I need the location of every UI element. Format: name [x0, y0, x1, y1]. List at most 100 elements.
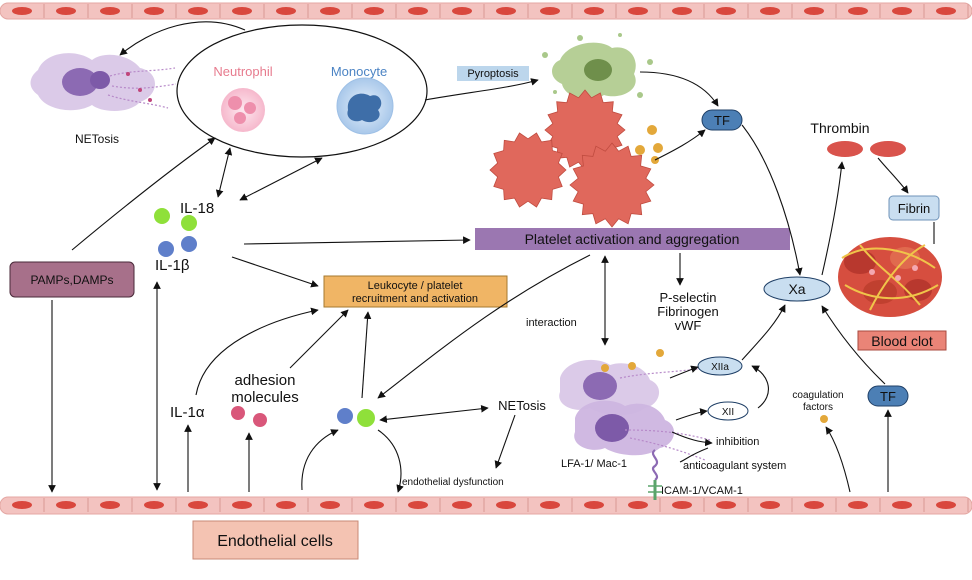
- il18-dot: [181, 215, 197, 231]
- neutrophil-label: Neutrophil: [213, 64, 272, 79]
- vessel-nucleus: [12, 501, 32, 509]
- vessel-nucleus: [892, 7, 912, 15]
- platelet-icon: [569, 142, 655, 228]
- arrow-pair-to-endothelium: [377, 429, 404, 493]
- vessel-nucleus: [936, 7, 956, 15]
- vessel-nucleus: [540, 501, 560, 509]
- tf-label-right: TF: [880, 389, 896, 404]
- vessel-nucleus: [56, 7, 76, 15]
- arrow-to-xiia: [669, 365, 699, 379]
- pamps-damps-label: PAMPs,DAMPs: [30, 273, 113, 287]
- arrow-tf-to-xa: [741, 124, 803, 276]
- il1b-dot: [181, 236, 197, 252]
- xa-badge: [763, 276, 831, 302]
- vessel-nucleus: [804, 501, 824, 509]
- tf-label-top: TF: [714, 113, 730, 128]
- endothelial-cells-label: Endothelial cells: [217, 533, 333, 550]
- arrow-il-to-platelet: [243, 236, 471, 245]
- arrow-xa-to-thrombin: [821, 161, 846, 276]
- vessel-nucleus: [804, 7, 824, 15]
- neutrophil-icon: [221, 88, 265, 132]
- coag-factors-line1: coagulation: [792, 390, 843, 401]
- vessel-nucleus: [144, 501, 164, 509]
- vessel-nucleus: [496, 7, 516, 15]
- vessel-nucleus: [496, 501, 516, 509]
- netosis-label-mid: NETosis: [498, 398, 546, 413]
- leukocyte-platelet-box: [323, 275, 508, 308]
- coag-factor-dot: [820, 415, 828, 423]
- vessel-nucleus: [408, 501, 428, 509]
- vessel-nucleus: [276, 501, 296, 509]
- il1b-label: IL-1β: [155, 257, 190, 274]
- vessel-nucleus: [100, 7, 120, 15]
- monocyte-icon: [336, 77, 394, 135]
- vessel-nucleus: [628, 7, 648, 15]
- monocyte-label: Monocyte: [331, 64, 387, 79]
- endothelial-dysfunction-label: endothelial dysfunction: [402, 477, 504, 488]
- xii-label: XII: [722, 407, 734, 418]
- vessel-nucleus: [144, 7, 164, 15]
- vessel-nucleus: [584, 7, 604, 15]
- arrow-xii-to-xiia: [751, 365, 769, 409]
- arrow-pyroptosis-to-tf: [639, 71, 719, 107]
- tf-badge-right: [867, 385, 909, 407]
- il18-label: IL-18: [180, 200, 214, 217]
- arrow-to-xii: [675, 408, 708, 421]
- vessel-nucleus: [584, 501, 604, 509]
- vessel-nucleus: [188, 7, 208, 15]
- tf-badge-top: [701, 109, 743, 131]
- immune-cell-ellipse: [176, 24, 428, 158]
- fibrin-label: Fibrin: [898, 201, 931, 216]
- arrow-il1a-to-leukocyte: [195, 307, 319, 396]
- platelet-activation-label: Platelet activation and aggregation: [525, 231, 740, 247]
- endothelial-cells-box: [192, 520, 359, 560]
- blood-clot-icon: [838, 237, 942, 317]
- vessel-nucleus: [760, 501, 780, 509]
- lfa-label: LFA-1/ Mac-1: [561, 458, 627, 470]
- netosis-cell-pair-icon: [559, 349, 711, 500]
- vessel-nucleus: [232, 501, 252, 509]
- fibrinogen-label: Fibrinogen: [657, 304, 718, 319]
- arrow-layer: [48, 21, 935, 493]
- arrow-platelet-to-tf: [654, 129, 706, 161]
- arrow-to-inhibition: [671, 431, 713, 447]
- arrow-monocyte-il18: [239, 157, 323, 201]
- vessel-nucleus: [760, 7, 780, 15]
- arrow-netosis-to-dysfunction: [494, 414, 516, 469]
- fibrin-box: [888, 195, 940, 221]
- vessel-nucleus: [848, 501, 868, 509]
- xa-label: Xa: [788, 281, 805, 297]
- arrow-tf-right-to-xa: [821, 305, 886, 385]
- vessel-nucleus: [452, 501, 472, 509]
- netosis-label-top: NETosis: [75, 132, 119, 146]
- vessel-nucleus: [716, 7, 736, 15]
- platelet-icon: [489, 132, 567, 208]
- vessel-nucleus: [100, 501, 120, 509]
- vessel-nucleus: [12, 7, 32, 15]
- vessel-nucleus: [452, 7, 472, 15]
- vwf-label: vWF: [675, 318, 702, 333]
- arrow-to-pyroptosis: [424, 78, 539, 101]
- vessel-nucleus: [56, 501, 76, 509]
- vessel-nucleus: [672, 501, 692, 509]
- xii-badge: [707, 401, 749, 421]
- adhesion-molecule-icon: [253, 413, 267, 427]
- icam-label: ICAM-1/VCAM-1: [661, 485, 743, 497]
- vessel-nucleus: [408, 7, 428, 15]
- adhesion-molecule-icon: [231, 406, 245, 420]
- arrow-endothelium-to-coag: [825, 426, 851, 493]
- pyroptosis-label: Pyroptosis: [467, 68, 519, 80]
- vessel-nucleus: [364, 501, 384, 509]
- netosis-cell-icon: [30, 53, 177, 111]
- platelet-activation-box: [475, 228, 790, 250]
- leukocyte-pair-icon: [337, 408, 353, 424]
- arrow-endothelium-to-pair: [301, 429, 339, 491]
- vessel-wall-top: [0, 2, 972, 20]
- vessel-nucleus: [276, 7, 296, 15]
- pyroptotic-cell-icon: [542, 33, 653, 100]
- adhesion-label-line1: adhesion: [235, 372, 296, 389]
- vessel-nucleus: [540, 7, 560, 15]
- vessel-nucleus: [672, 7, 692, 15]
- vessel-nucleus: [848, 7, 868, 15]
